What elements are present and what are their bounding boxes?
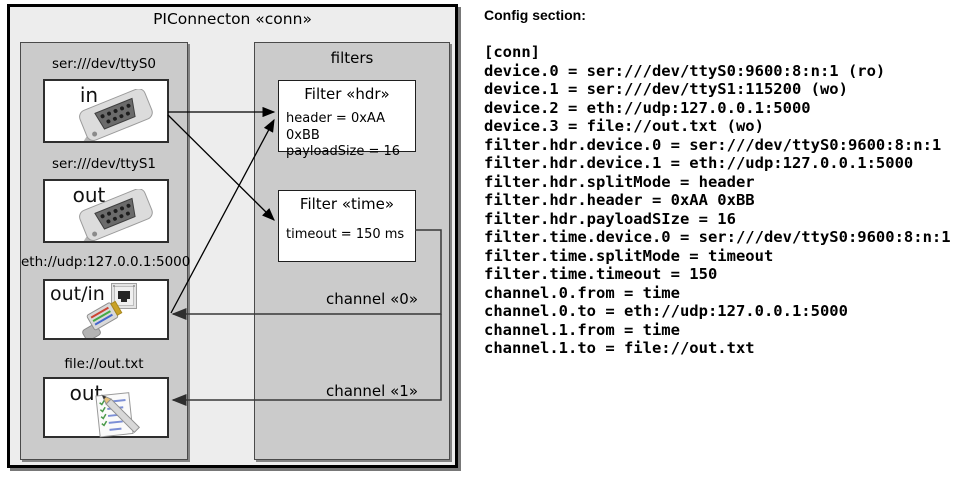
serial-connector-icon: [77, 189, 153, 241]
diagram-outer-box: PIConnecton «conn» ser:///dev/ttyS0 in: [7, 4, 458, 468]
config-body: [conn] device.0 = ser:///dev/ttyS0:9600:…: [484, 43, 951, 357]
filter-title: Filter «time»: [299, 195, 395, 213]
diagram-title: PIConnecton «conn»: [153, 10, 312, 28]
device-direction: out: [72, 183, 106, 207]
channel-0-label: channel «0»: [325, 290, 418, 308]
filter-box-hdr: Filter «hdr» header = 0xAA 0xBB payloadS…: [278, 80, 416, 159]
rj45-plug-icon: [82, 300, 123, 338]
filter-title: Filter «hdr»: [304, 85, 390, 103]
device-url-label: file://out.txt: [64, 356, 144, 372]
filter-property: header = 0xAA 0xBB: [286, 111, 386, 143]
filter-property: payloadSize = 16: [286, 144, 401, 159]
filters-panel-title: filters: [330, 49, 374, 67]
device-box-file: out: [43, 377, 169, 438]
device-box-ttyS1: out: [43, 179, 169, 243]
channel-1-label: channel «1»: [325, 382, 418, 400]
device-url-label: ser:///dev/ttyS1: [52, 156, 156, 172]
filter-box-time: Filter «time» timeout = 150 ms: [278, 190, 416, 262]
device-direction: in: [79, 83, 99, 107]
device-direction: out/in: [50, 283, 105, 305]
device-url-label: ser:///dev/ttyS0: [52, 56, 156, 72]
device-url-label: eth://udp:127.0.0.1:5000: [21, 254, 191, 270]
filter-property: timeout = 150 ms: [286, 227, 405, 242]
devices-panel: ser:///dev/ttyS0 in ser:///dev/ttyS1 o: [20, 42, 191, 460]
notepad-icon: [95, 392, 141, 438]
device-box-ttyS0: in: [43, 79, 169, 143]
config-section: Config section: [conn] device.0 = ser://…: [480, 0, 964, 484]
device-box-eth: out/in: [43, 279, 169, 340]
serial-connector-icon: [77, 89, 153, 141]
config-heading: Config section:: [484, 7, 586, 23]
